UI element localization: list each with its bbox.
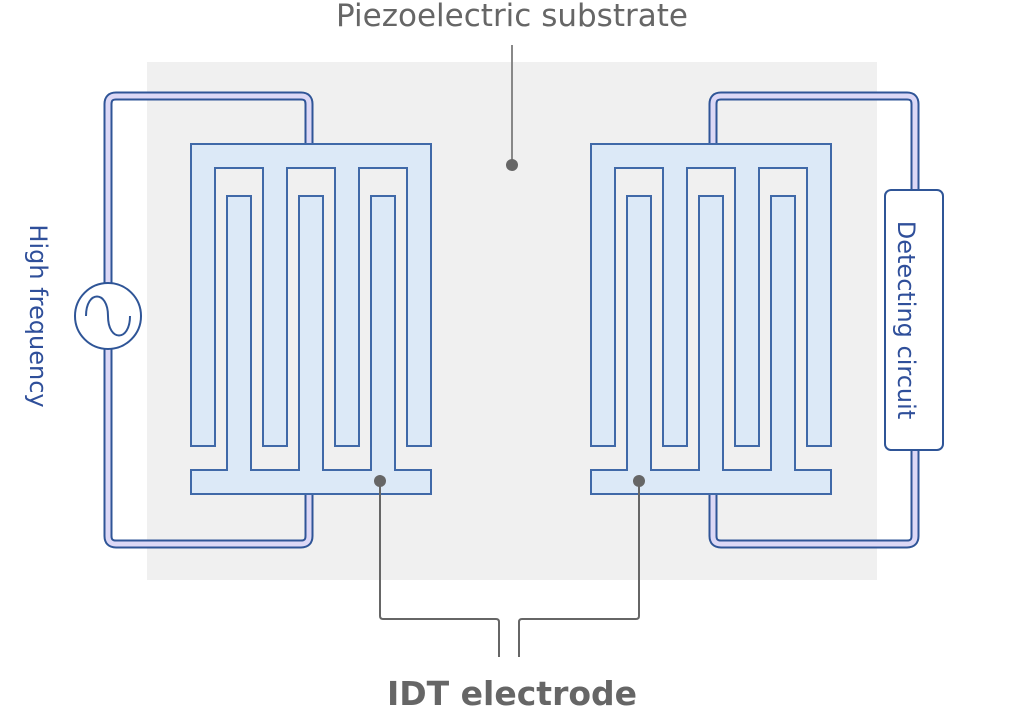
idt-leader-right — [518, 481, 640, 657]
electrodes — [190, 143, 832, 495]
wire-right-bottom — [710, 448, 918, 547]
high-frequency-label: High frequency — [24, 224, 52, 407]
substrate-title: Piezoelectric substrate — [336, 0, 688, 34]
right-idt-top-comb — [590, 143, 832, 447]
idt-electrode-title: IDT electrode — [387, 674, 637, 710]
ac-source — [74, 282, 142, 350]
idt-leader-dot-left — [374, 475, 386, 487]
ac-source-icon — [85, 295, 131, 337]
idt-leader-left — [379, 481, 500, 657]
substrate-leader-dot — [506, 159, 518, 171]
left-idt-bottom-comb — [190, 195, 432, 495]
right-idt-bottom-comb — [590, 195, 832, 495]
left-idt-top-comb — [190, 143, 432, 447]
detecting-circuit-box — [884, 189, 944, 451]
idt-leader-dot-right — [633, 475, 645, 487]
wire-right-top — [710, 93, 918, 192]
left-idt — [190, 143, 432, 495]
right-idt — [590, 143, 832, 495]
detecting-circuit-label: Detecting circuit — [892, 221, 920, 419]
